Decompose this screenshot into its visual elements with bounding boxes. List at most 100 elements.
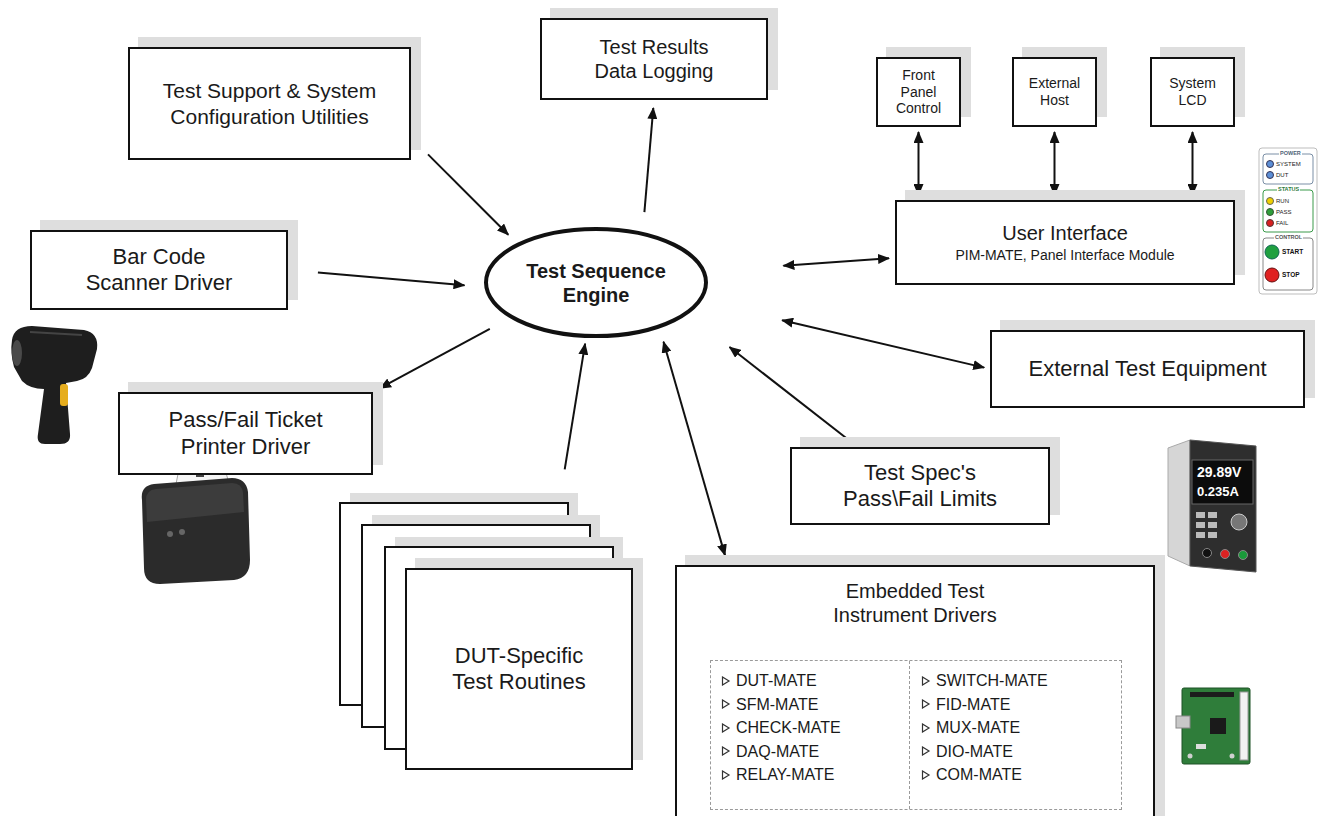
circuit-board-picture — [1176, 688, 1250, 764]
bullet-triangle — [921, 699, 931, 709]
list-item: SFM-MATE — [721, 693, 841, 717]
box-label: Front Panel Control — [884, 67, 954, 117]
bullet-triangle — [721, 676, 731, 686]
dashed-group: DUT-MATE SFM-MATE CHECK-MATE DAQ-MATE RELAY-… — [710, 660, 1122, 810]
connector-arrow — [380, 329, 490, 388]
bullet-shape — [723, 747, 730, 755]
connector-arrow — [428, 154, 508, 234]
list-text: DIO-MATE — [936, 742, 1013, 761]
process-box: System LCD — [1150, 57, 1235, 127]
bullet-shape — [723, 700, 730, 708]
bullet-shape — [723, 724, 730, 732]
box-label: External Host — [1020, 75, 1090, 109]
bullet-shape — [923, 677, 930, 685]
box-title: Embedded Test Instrument Drivers — [815, 579, 1015, 627]
connector-arrow — [918, 132, 920, 195]
barcode-scanner-picture — [11, 326, 97, 444]
box-label: External Test Equipment — [1028, 356, 1266, 382]
process-box: DUT-Specific Test Routines — [405, 568, 633, 770]
process-box: Test Support & System Configuration Util… — [128, 47, 411, 160]
panel-label: POWER — [1279, 151, 1302, 157]
bullet-triangle — [721, 723, 731, 733]
bullet-triangle — [921, 676, 931, 686]
box-label: Bar Code Scanner Driver — [79, 244, 239, 297]
list-text: SFM-MATE — [736, 695, 818, 714]
panel-label: 29.89V — [1197, 465, 1241, 479]
connector-arrow — [565, 344, 585, 470]
connector-arrow — [782, 320, 984, 367]
panel-label: CONTROL — [1274, 235, 1303, 241]
bullet-triangle — [721, 770, 731, 780]
box-label: Test Sequence Engine — [521, 259, 671, 307]
connector-arrow — [664, 342, 726, 556]
connector-arrow — [644, 108, 653, 212]
panel-label: SYSTEM — [1276, 161, 1301, 167]
list-text: MUX-MATE — [936, 718, 1020, 737]
dashed-divider — [909, 661, 910, 809]
power-supply-picture — [1168, 440, 1256, 572]
box-label: DUT-Specific Test Routines — [439, 643, 599, 696]
bullet-triangle — [721, 746, 731, 756]
list-text: RELAY-MATE — [736, 765, 834, 784]
box-label: Pass/Fail Ticket Printer Driver — [146, 407, 346, 460]
list-column: DUT-MATE SFM-MATE CHECK-MATE DAQ-MATE RELAY-… — [721, 669, 841, 787]
box-sublabel: PIM-MATE, Panel Interface Module — [955, 247, 1174, 264]
ticket-printer-picture — [142, 458, 250, 584]
bullet-shape — [923, 747, 930, 755]
process-box: Test Spec's Pass\Fail Limits — [790, 447, 1050, 525]
panel-label: START — [1282, 249, 1303, 256]
bullet-triangle — [721, 699, 731, 709]
list-text: FID-MATE — [936, 695, 1010, 714]
bullet-triangle — [921, 746, 931, 756]
process-box: Test Results Data Logging — [540, 18, 768, 100]
list-item: CHECK-MATE — [721, 716, 841, 740]
list-item: FID-MATE — [921, 693, 1048, 717]
list-item: SWITCH-MATE — [921, 669, 1048, 693]
status-panel-picture — [1259, 148, 1317, 294]
list-item: DIO-MATE — [921, 740, 1048, 764]
process-box: Embedded Test Instrument DriversDUT-MATE… — [675, 565, 1155, 816]
box-label: User Interface — [1002, 221, 1128, 245]
box-label: Test Spec's Pass\Fail Limits — [830, 460, 1010, 513]
list-text: SWITCH-MATE — [936, 671, 1048, 690]
bullet-shape — [723, 771, 730, 779]
list-item: DAQ-MATE — [721, 740, 841, 764]
box-label: System LCD — [1158, 75, 1228, 109]
list-item: DUT-MATE — [721, 669, 841, 693]
panel-label: RUN — [1276, 198, 1289, 204]
panel-label: STOP — [1282, 272, 1300, 279]
panel-label: STATUS — [1277, 187, 1300, 193]
bullet-shape — [723, 677, 730, 685]
list-text: CHECK-MATE — [736, 718, 841, 737]
bullet-triangle — [921, 770, 931, 780]
bullet-triangle — [921, 723, 931, 733]
panel-label: FAIL — [1276, 220, 1288, 226]
process-box: User InterfacePIM-MATE, Panel Interface … — [895, 200, 1235, 285]
connector-arrow — [1192, 132, 1194, 195]
connector-arrow — [783, 258, 889, 266]
bullet-shape — [923, 700, 930, 708]
process-box: External Test Equipment — [990, 330, 1305, 408]
connector-arrow — [318, 273, 465, 286]
connector-arrow — [1054, 132, 1056, 195]
process-box: External Host — [1012, 57, 1097, 127]
list-text: DUT-MATE — [736, 671, 817, 690]
list-text: COM-MATE — [936, 765, 1022, 784]
list-text: DAQ-MATE — [736, 742, 819, 761]
panel-label: PASS — [1276, 209, 1292, 215]
engine-ellipse: Test Sequence Engine — [484, 227, 708, 338]
ellipse-shape — [486, 229, 706, 336]
list-item: COM-MATE — [921, 763, 1048, 787]
list-column: SWITCH-MATE FID-MATE MUX-MATE DIO-MATE COM-M… — [921, 669, 1048, 787]
list-item: MUX-MATE — [921, 716, 1048, 740]
list-item: RELAY-MATE — [721, 763, 841, 787]
box-label: Test Results Data Logging — [584, 35, 724, 83]
process-box: Bar Code Scanner Driver — [30, 230, 288, 310]
bullet-shape — [923, 724, 930, 732]
process-box: Pass/Fail Ticket Printer Driver — [118, 392, 373, 475]
connector-arrow — [730, 347, 853, 443]
panel-label: DUT — [1276, 172, 1288, 178]
ellipse-outline — [484, 227, 708, 338]
process-box: Front Panel Control — [876, 57, 961, 127]
